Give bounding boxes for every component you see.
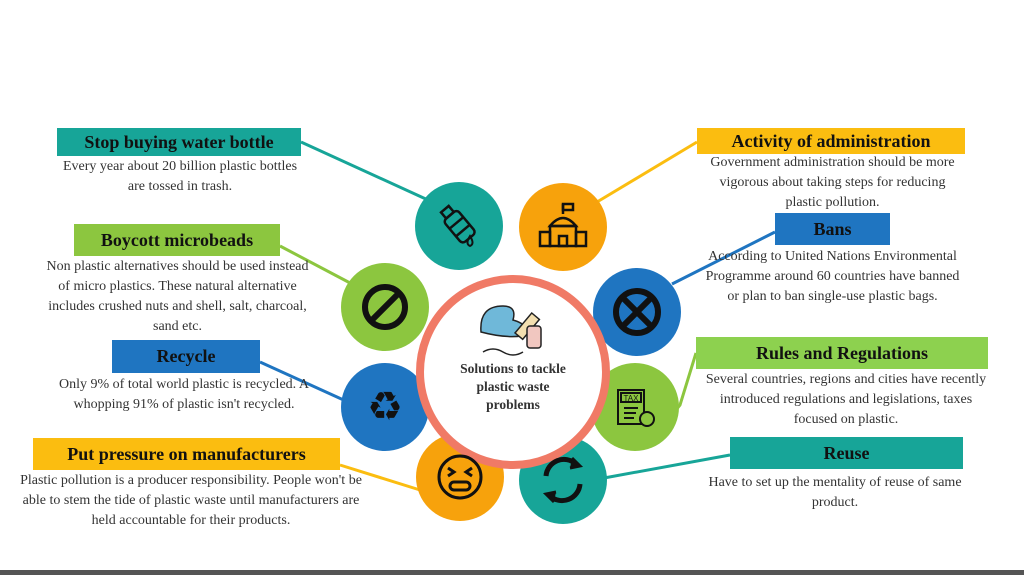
connector-line [259,360,349,404]
tax-label: TAX [624,394,640,403]
government-building-icon [538,202,588,248]
recycle-icon: ♻ [367,384,403,430]
ocean-plastic-icon [480,305,542,356]
recycle-circle [341,363,429,451]
connector-line [300,140,429,202]
connector-line [674,352,698,411]
reuse-arrows-icon [542,456,584,504]
rules-and-regulations-text: Several countries, regions and cities ha… [705,372,987,427]
rules-and-regulations-label: Rules and Regulations [696,337,988,369]
center-circle [416,275,610,469]
svg-text:♻: ♻ [367,384,403,430]
connector-line [603,453,731,480]
put-pressure-text: Plastic pollution is a producer responsi… [20,473,362,528]
recycle-label: Recycle [112,340,260,373]
recycle-text: Only 9% of total world plastic is recycl… [59,377,309,412]
prohibited-icon [362,284,408,330]
tax-document-icon [617,389,655,427]
angry-face-icon [437,454,483,500]
connector-line [279,244,353,286]
stop-buying-water-bottle-label: Stop buying water bottle [57,128,301,156]
reuse-text: Have to set up the mentality of reuse of… [708,475,962,510]
bottom-divider [0,570,1024,575]
center-title: Solutions to tackle plastic waste proble… [460,361,566,412]
connector-line [596,140,698,204]
bottle-circle [415,182,503,270]
bans-label: Bans [775,213,890,245]
boycott-microbeads-text: Non plastic alternatives should be used … [46,259,309,334]
activity-of-administration-label: Activity of administration [697,128,965,154]
water-drop-icon [466,234,474,248]
boycott-microbeads-label: Boycott microbeads [74,224,280,256]
activity-of-administration-text: Government administration should be more… [710,155,955,210]
ban-x-icon [613,288,661,336]
connector-line [671,230,776,286]
bans-text: According to United Nations Environmenta… [705,249,960,304]
reuse-label: Reuse [730,437,963,469]
connector-line [339,463,421,492]
put-pressure-label: Put pressure on manufacturers [33,438,340,470]
stop-buying-water-bottle-text: Every year about 20 billion plastic bott… [62,159,298,194]
